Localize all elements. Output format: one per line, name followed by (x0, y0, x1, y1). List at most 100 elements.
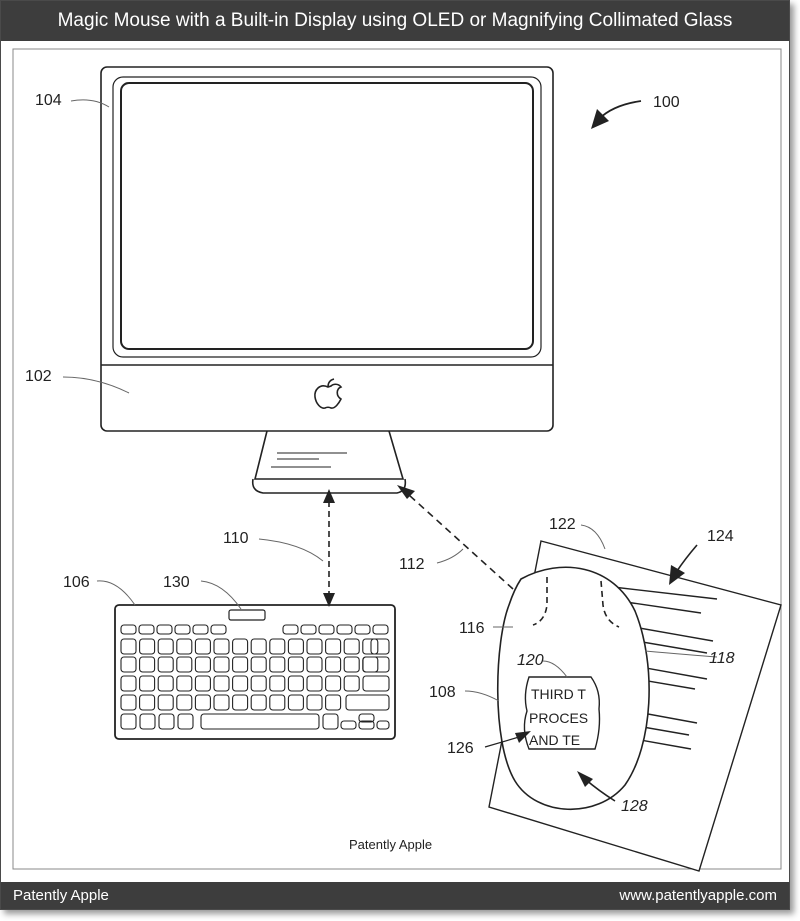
arrow-112 (397, 485, 514, 590)
keyboard-key (157, 694, 174, 711)
arrow-128 (577, 771, 616, 802)
page-title: Magic Mouse with a Built-in Display usin… (57, 10, 733, 31)
figure-frame: Magic Mouse with a Built-in Display usin… (0, 0, 790, 910)
keyboard-key (194, 675, 211, 692)
keyboard-key (232, 675, 249, 692)
monitor-body (100, 66, 554, 432)
keyboard-key (306, 656, 323, 673)
keyboard-key (176, 656, 193, 673)
keyboard-key (120, 624, 137, 635)
keyboard-key (343, 675, 360, 692)
keyboard-key (177, 713, 194, 730)
keyboard-key (156, 624, 173, 635)
keyboard-key (200, 713, 320, 730)
footer-bar: Patently Apple www.patentlyapple.com (1, 882, 789, 909)
ref-106: 106 (63, 574, 90, 591)
keyboard (114, 604, 396, 740)
keyboard-key (325, 675, 342, 692)
ref-102: 102 (25, 368, 52, 385)
ref-120: 120 (517, 652, 544, 669)
keyboard-keys (120, 624, 390, 730)
keyboard-key (325, 694, 342, 711)
keyboard-key (176, 638, 193, 655)
keyboard-key (139, 713, 156, 730)
leader-lines (62, 99, 718, 702)
monitor-screen (120, 82, 534, 350)
keyboard-key (336, 624, 353, 635)
keyboard-key (358, 713, 375, 723)
mouse (496, 566, 650, 811)
keyboard-key (362, 656, 390, 673)
keyboard-key (322, 713, 339, 730)
keyboard-key (287, 656, 304, 673)
keyboard-key (213, 656, 230, 673)
apple-logo-icon (314, 378, 343, 409)
keyboard-key (232, 656, 249, 673)
keyboard-key (120, 675, 137, 692)
keyboard-key (157, 675, 174, 692)
keyboard-key (210, 624, 227, 635)
keyboard-key (343, 638, 360, 655)
keyboard-key (318, 624, 335, 635)
keyboard-key (120, 638, 137, 655)
keyboard-key (362, 656, 379, 673)
keyboard-key (325, 638, 342, 655)
keyboard-key (340, 720, 357, 730)
keyboard-body (114, 604, 396, 740)
arrow-126 (484, 731, 531, 748)
keyboard-key (120, 713, 137, 730)
keyboard-key (139, 638, 156, 655)
keyboard-key (139, 675, 156, 692)
keyboard-key (194, 638, 211, 655)
keyboard-key (194, 656, 211, 673)
arrow-110 (323, 489, 335, 607)
keyboard-key (300, 624, 317, 635)
mouse-display-120 (523, 676, 601, 750)
monitor-stand (253, 430, 405, 480)
keyboard-key (250, 694, 267, 711)
keyboard-key (306, 675, 323, 692)
keyboard-key (306, 694, 323, 711)
keyboard-key (282, 624, 299, 635)
ref-104: 104 (35, 92, 62, 109)
keyboard-key (194, 694, 211, 711)
keyboard-key (120, 656, 137, 673)
mouse-display-line-3: AND TE (529, 732, 580, 748)
keyboard-key (269, 638, 286, 655)
mouse-display-line-2: PROCES (529, 710, 588, 726)
keyboard-key (325, 656, 342, 673)
keyboard-key (232, 694, 249, 711)
keyboard-key (287, 638, 304, 655)
keyboard-key (306, 638, 323, 655)
keyboard-key (213, 638, 230, 655)
keyboard-key (287, 675, 304, 692)
ref-118: 118 (709, 650, 735, 667)
keyboard-display-130 (228, 609, 266, 621)
keyboard-key (213, 694, 230, 711)
mouse-display-line-1: THIRD T (531, 686, 586, 702)
keyboard-key (362, 638, 379, 655)
keyboard-key (345, 694, 390, 711)
keyboard-key (362, 675, 390, 692)
keyboard-key (192, 624, 209, 635)
keyboard-key (232, 638, 249, 655)
keyboard-key (287, 694, 304, 711)
keyboard-key (250, 638, 267, 655)
ref-116: 116 (459, 620, 485, 637)
keyboard-key (250, 656, 267, 673)
footer-brand: Patently Apple (13, 887, 109, 904)
keyboard-key (376, 720, 390, 730)
keyboard-key (158, 713, 175, 730)
keyboard-key (139, 656, 156, 673)
ref-124: 124 (707, 528, 734, 545)
watermark: Patently Apple (349, 837, 433, 852)
ref-130: 130 (163, 574, 190, 591)
keyboard-key (343, 656, 360, 673)
footer-url[interactable]: www.patentlyapple.com (619, 887, 777, 904)
keyboard-key (157, 638, 174, 655)
monitor-bezel (112, 76, 542, 358)
keyboard-key (138, 624, 155, 635)
drawing-border (12, 48, 782, 870)
ref-126: 126 (447, 740, 474, 757)
